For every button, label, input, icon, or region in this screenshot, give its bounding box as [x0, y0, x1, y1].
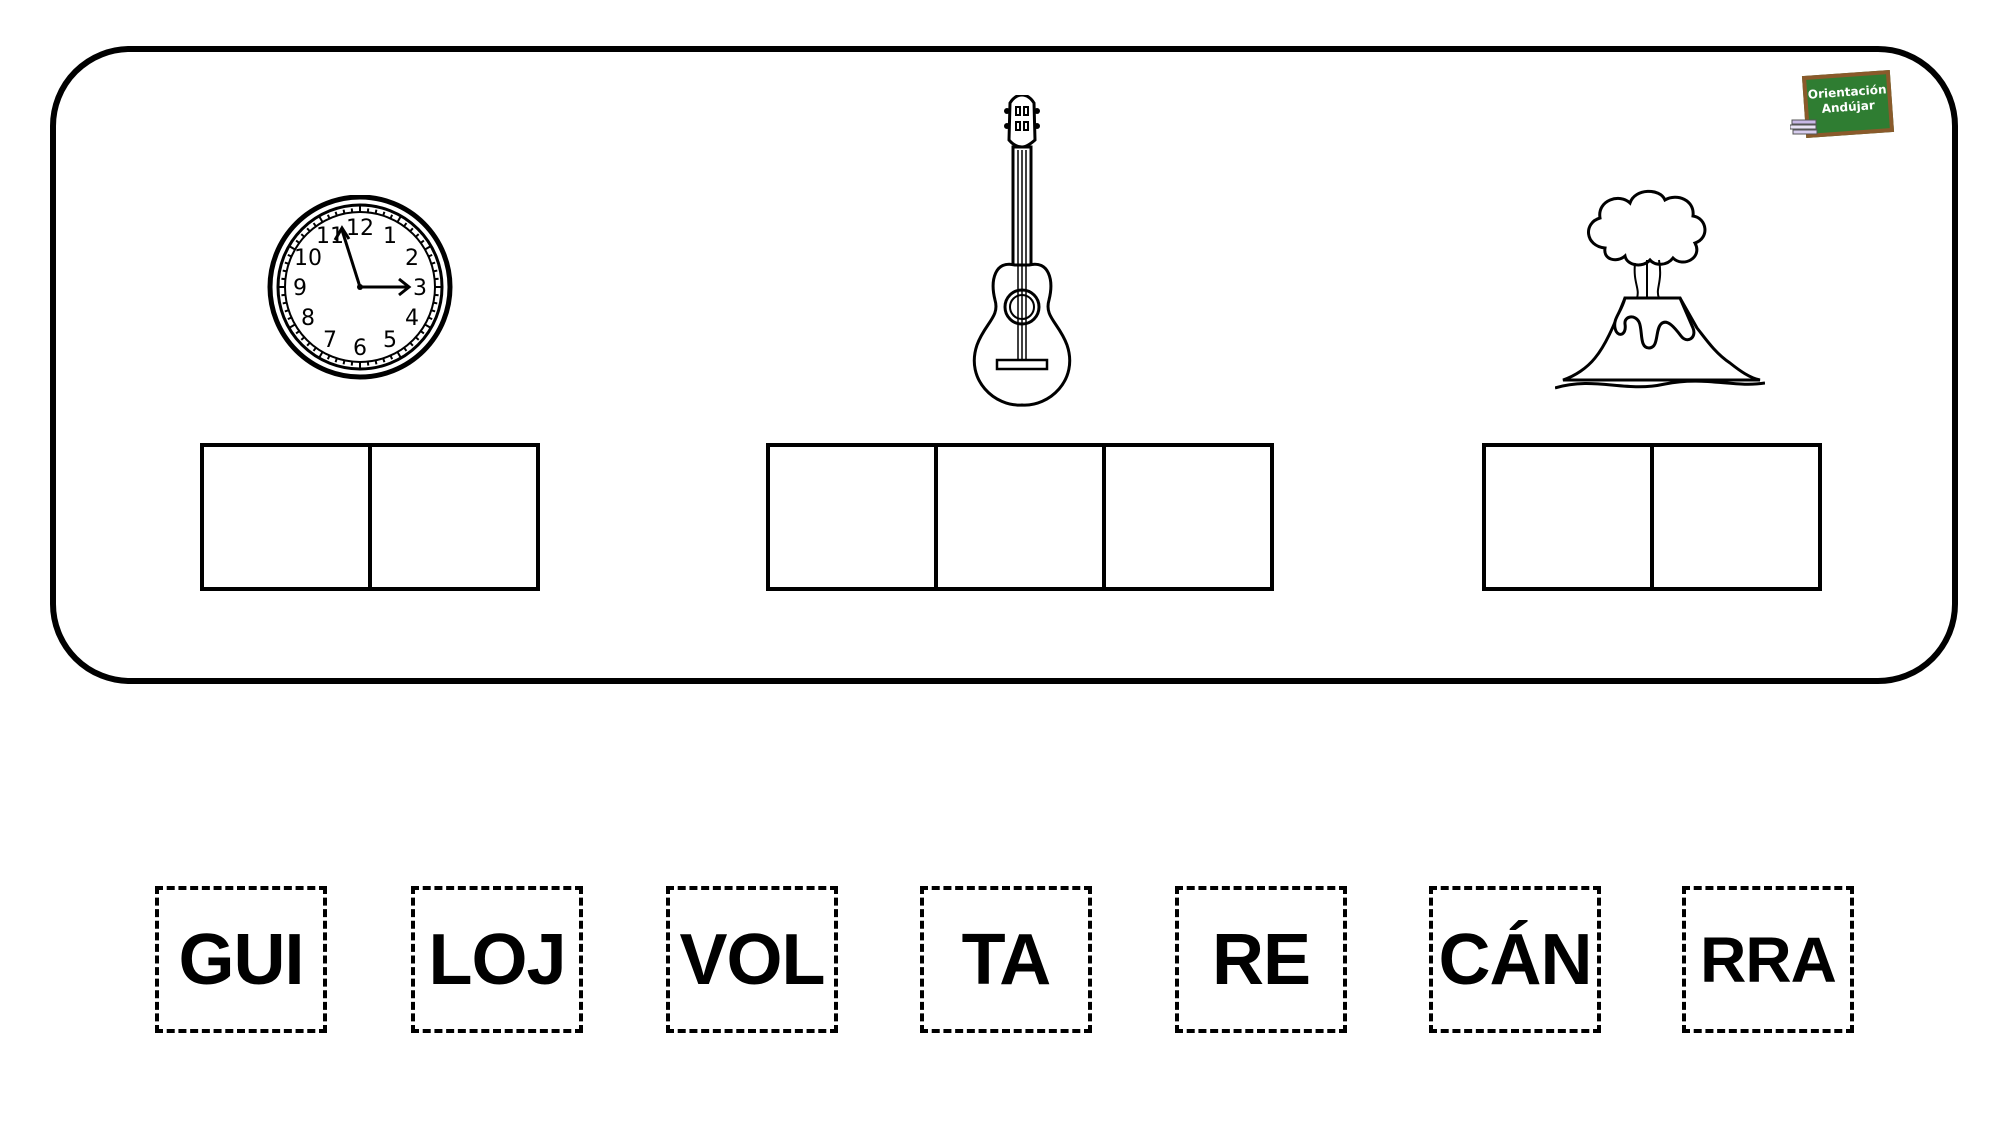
clock-tick [300, 233, 305, 238]
clock-tick [334, 358, 338, 363]
clock-tick [288, 245, 296, 251]
clock-tick [342, 209, 346, 214]
clock-tick [420, 330, 425, 335]
clock-tick [382, 211, 386, 216]
syllable-slot[interactable] [368, 443, 540, 591]
clock-tick [295, 330, 300, 335]
clock-number: 12 [346, 216, 374, 241]
clock-tick [312, 347, 317, 352]
syllable-slot[interactable] [1650, 443, 1822, 591]
clock-tick [431, 261, 436, 265]
guitar-answer-boxes [766, 443, 1274, 591]
clock-tick [382, 358, 386, 363]
clock-number: 6 [353, 336, 367, 361]
syllable-slot[interactable] [200, 443, 372, 591]
clock-tick [396, 215, 402, 223]
clock-tick [428, 316, 433, 321]
clock-tick [431, 309, 436, 313]
clock-number: 10 [294, 246, 322, 271]
clock-tick [318, 215, 324, 223]
clock-tick [288, 323, 296, 329]
clock-tick [334, 211, 338, 216]
clock-number: 4 [405, 306, 419, 331]
clock-tick [326, 214, 331, 219]
syllable-card-vol[interactable]: VOL [666, 886, 838, 1033]
clock-tick [424, 245, 432, 251]
exercise-panel [50, 46, 1958, 684]
clock-number: 9 [293, 276, 307, 301]
clock-number: 8 [301, 306, 315, 331]
clock-tick [374, 209, 378, 214]
clock-tick [282, 301, 287, 305]
clock-tick [409, 227, 414, 232]
clock-tick [326, 355, 331, 360]
syllable-slot[interactable] [1482, 443, 1654, 591]
clock-tick [306, 227, 311, 232]
clock-number: 2 [405, 246, 419, 271]
clock-number: 11 [316, 224, 344, 249]
volcano-icon [1555, 189, 1765, 390]
syllable-slot[interactable] [1102, 443, 1274, 591]
clock-tick [415, 336, 420, 341]
clock-tick [396, 351, 402, 359]
clock-tick [433, 301, 438, 305]
clock-tick [389, 355, 394, 360]
clock-answer-boxes [200, 443, 540, 591]
syllable-slot[interactable] [766, 443, 938, 591]
volcano-answer-boxes [1482, 443, 1822, 591]
syllable-card-loj[interactable]: LOJ [411, 886, 583, 1033]
clock-tick [389, 214, 394, 219]
clock-tick [284, 309, 289, 313]
clock-tick [428, 253, 433, 258]
clock-number: 5 [383, 328, 397, 353]
clock-tick [287, 253, 292, 258]
clock-tick [424, 323, 432, 329]
clock-number: 7 [323, 328, 337, 353]
clock-tick [374, 360, 378, 365]
clock-tick [312, 222, 317, 227]
clock-tick [403, 347, 408, 352]
syllable-card-gui[interactable]: GUI [155, 886, 327, 1033]
clock-tick [342, 360, 346, 365]
clock-tick [282, 269, 287, 273]
clock-tick [284, 261, 289, 265]
clock-tick [295, 239, 300, 244]
clock-tick [415, 233, 420, 238]
syllable-slot[interactable] [934, 443, 1106, 591]
clock-number: 1 [383, 224, 397, 249]
clock-tick [306, 342, 311, 347]
clock-tick [300, 336, 305, 341]
guitar-icon [972, 95, 1072, 407]
clock-tick [287, 316, 292, 321]
syllable-card-re[interactable]: RE [1175, 886, 1347, 1033]
clock-tick [318, 351, 324, 359]
clock-tick [409, 342, 414, 347]
clock-tick [403, 222, 408, 227]
clock-tick [433, 269, 438, 273]
clock-number: 3 [413, 276, 427, 301]
books-icon [1790, 119, 1818, 135]
clock-tick [420, 239, 425, 244]
syllable-card-rra[interactable]: RRA [1682, 886, 1854, 1033]
syllable-card-ta[interactable]: TA [920, 886, 1092, 1033]
syllable-card-can[interactable]: CÁN [1429, 886, 1601, 1033]
